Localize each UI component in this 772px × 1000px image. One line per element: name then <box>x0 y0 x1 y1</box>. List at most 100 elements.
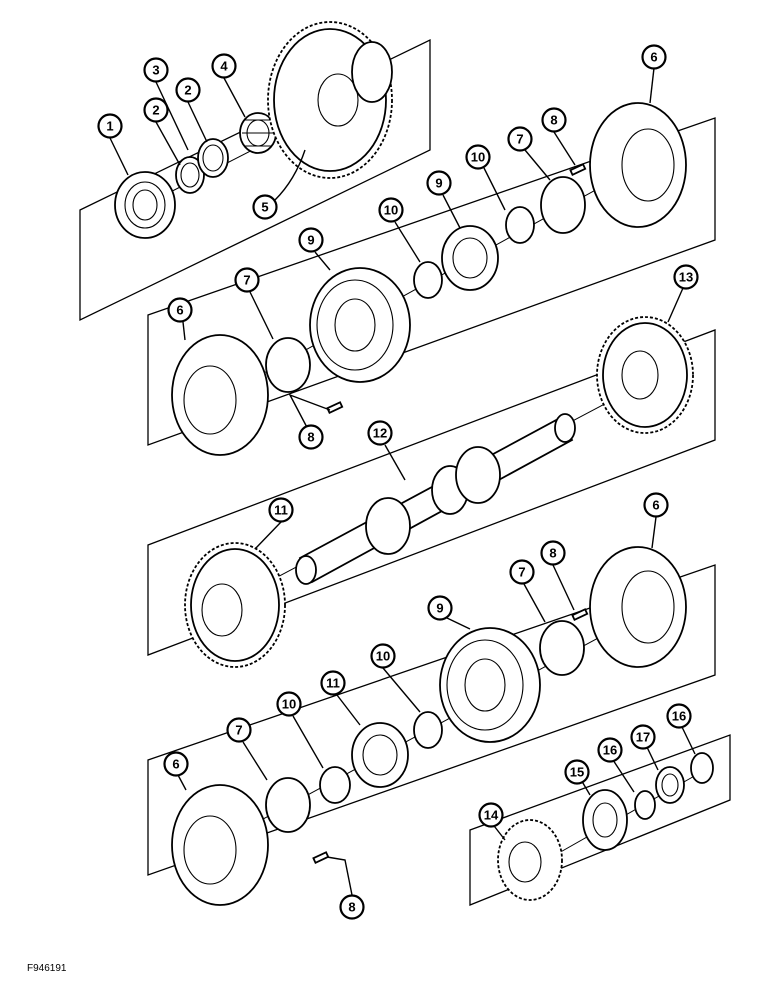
callout-label: 16 <box>672 709 686 724</box>
callout-label: 9 <box>436 601 443 616</box>
snap-ring-part-7-bottom <box>265 777 311 833</box>
callout-label: 10 <box>282 697 296 712</box>
snap-ring-part-7-top <box>540 176 586 234</box>
callout-label: 11 <box>326 676 340 691</box>
callout-label: 10 <box>376 649 390 664</box>
panel-2 <box>147 117 716 446</box>
figure-id: F946191 <box>27 963 67 974</box>
callout-6d: 6 <box>163 751 189 777</box>
callout-16a: 16 <box>597 737 623 763</box>
callout-label: 8 <box>550 113 557 128</box>
hub-part-6-bottom <box>171 784 269 906</box>
callout-label: 7 <box>518 565 525 580</box>
callout-label: 10 <box>471 150 485 165</box>
callout-10c: 10 <box>370 643 396 669</box>
callout-8d: 8 <box>339 894 365 920</box>
callout-label: 7 <box>235 723 242 738</box>
callout-7c: 7 <box>509 559 535 585</box>
snap-ring-part-7-right <box>539 620 585 676</box>
needle-bearing-part-4 <box>239 112 277 154</box>
callout-2b: 2 <box>175 77 201 103</box>
gear-part-13 <box>596 316 694 434</box>
callout-label: 12 <box>373 426 387 441</box>
callout-label: 17 <box>636 730 650 745</box>
ring-part-16-left <box>634 790 656 820</box>
callout-2a: 2 <box>143 97 169 123</box>
hub-part-6-top <box>589 102 687 228</box>
callout-5: 5 <box>252 194 278 220</box>
callout-label: 2 <box>152 103 159 118</box>
callout-label: 6 <box>650 50 657 65</box>
callout-7d: 7 <box>226 717 252 743</box>
callout-15: 15 <box>564 759 590 785</box>
callout-9c: 9 <box>427 595 453 621</box>
callout-label: 3 <box>152 63 159 78</box>
pin-part-8-bottom <box>312 851 330 864</box>
leader-lines <box>109 67 696 896</box>
callout-label: 14 <box>484 808 499 823</box>
callout-8a: 8 <box>541 107 567 133</box>
callout-label: 6 <box>176 303 183 318</box>
panel-3 <box>147 329 716 656</box>
main-shaft-part-12 <box>295 413 576 585</box>
callout-7b: 7 <box>234 267 260 293</box>
callout-4: 4 <box>211 53 237 79</box>
pin-part-8-left <box>326 401 344 414</box>
callout-label: 6 <box>172 757 179 772</box>
callout-3: 3 <box>143 57 169 83</box>
bearing-part-15 <box>582 789 628 851</box>
hub-part-6-left <box>171 334 269 456</box>
sleeve-part-9-top <box>441 225 499 291</box>
pin-part-8-top <box>569 163 587 176</box>
callout-label: 9 <box>435 176 442 191</box>
callout-label: 4 <box>220 59 228 74</box>
ring-part-16-right <box>690 752 714 784</box>
snap-ring-part-10-lower <box>413 711 443 749</box>
synchronizer-part-9-lower <box>439 627 541 743</box>
callout-8b: 8 <box>298 424 324 450</box>
callout-10d: 10 <box>276 691 302 717</box>
callout-label: 8 <box>348 900 355 915</box>
callout-label: 7 <box>516 132 523 147</box>
gear-part-11-lower <box>351 722 409 788</box>
large-gear-part-5 <box>267 21 393 179</box>
gear-part-11-left <box>184 542 286 668</box>
callout-label: 13 <box>679 270 693 285</box>
callout-8c: 8 <box>540 540 566 566</box>
callout-label: 10 <box>384 203 398 218</box>
callout-13: 13 <box>673 264 699 290</box>
callout-1: 1 <box>97 113 123 139</box>
callout-6c: 6 <box>643 492 669 518</box>
callout-label: 1 <box>106 119 113 134</box>
callout-16b: 16 <box>666 703 692 729</box>
callout-label: 16 <box>603 743 617 758</box>
panel-4 <box>147 564 716 876</box>
panel-outlines <box>79 38 731 906</box>
callout-12: 12 <box>367 420 393 446</box>
panel-5 <box>469 734 731 906</box>
callout-label: 6 <box>652 498 659 513</box>
gear-part-14 <box>497 819 563 901</box>
callout-10b: 10 <box>378 197 404 223</box>
snap-ring-part-10-bottom <box>319 766 351 804</box>
callout-label: 9 <box>307 233 314 248</box>
callout-11a: 11 <box>268 497 294 523</box>
snap-ring-part-10-top <box>505 206 535 244</box>
callout-6b: 6 <box>167 297 193 323</box>
callout-11b: 11 <box>320 670 346 696</box>
callout-17: 17 <box>630 724 656 750</box>
callout-14: 14 <box>478 802 504 828</box>
callout-6a: 6 <box>641 44 667 70</box>
callout-7a: 7 <box>507 126 533 152</box>
bearing-part-1 <box>114 171 176 239</box>
pin-part-8-right <box>571 608 589 621</box>
callout-label: 7 <box>243 273 250 288</box>
callout-9a: 9 <box>426 170 452 196</box>
callout-label: 15 <box>570 765 584 780</box>
snap-ring-part-7-left <box>265 337 311 393</box>
callout-label: 5 <box>261 200 268 215</box>
snap-ring-part-10-mid <box>413 261 443 299</box>
callout-9b: 9 <box>298 227 324 253</box>
callout-10a: 10 <box>465 144 491 170</box>
